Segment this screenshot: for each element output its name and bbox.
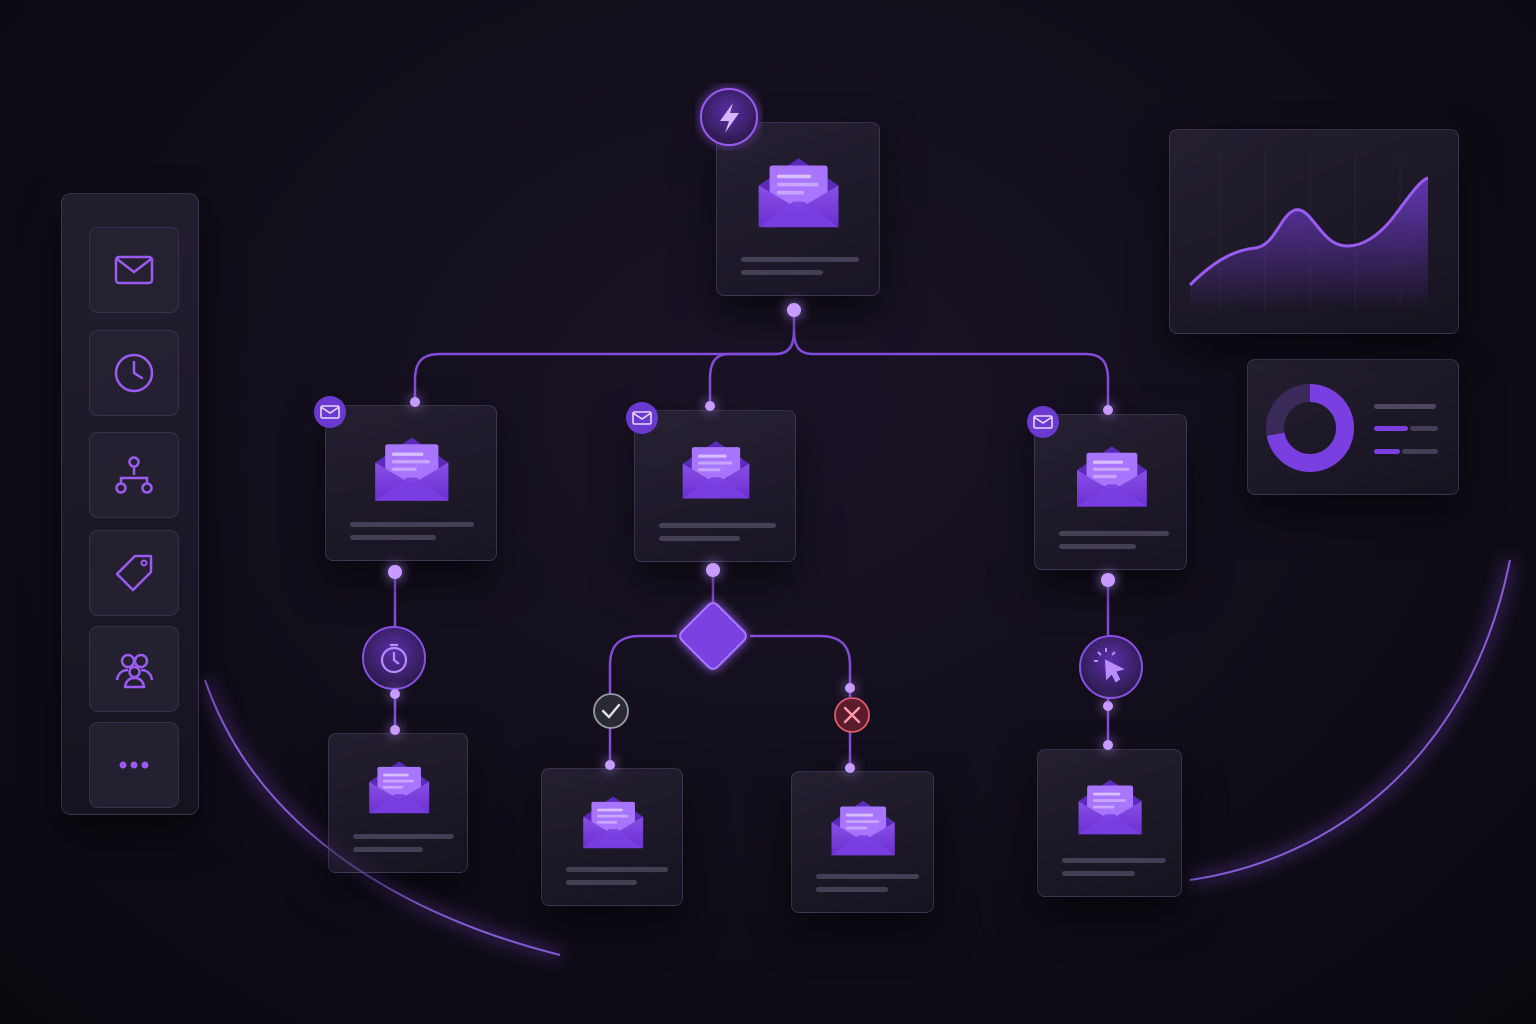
mail-icon [114, 255, 154, 285]
analytics-donut-panel [1247, 359, 1459, 495]
donut-chart [1266, 384, 1438, 472]
envelope-icon [583, 796, 643, 849]
branch-icon [115, 456, 153, 494]
envelope-icon [375, 437, 449, 501]
area-chart-icon [1188, 150, 1429, 310]
tool-email[interactable] [89, 227, 179, 313]
card-text-placeholder [353, 826, 454, 852]
clock-icon [114, 353, 154, 393]
envelope-icon [1078, 779, 1143, 834]
donut-legend [1374, 404, 1438, 454]
card-text-placeholder [816, 866, 919, 892]
envelope-icon [682, 441, 750, 499]
tool-audience[interactable] [89, 626, 179, 712]
card-text-placeholder [659, 515, 776, 541]
envelope-icon [831, 800, 896, 856]
analytics-chart-panel [1169, 129, 1459, 334]
card-text-placeholder [350, 514, 474, 540]
envelope-icon [1076, 446, 1147, 507]
tool-branch[interactable] [89, 432, 179, 518]
email-step-card[interactable] [328, 733, 468, 873]
email-step-card[interactable] [325, 405, 497, 561]
trigger-email-card[interactable] [716, 122, 880, 296]
envelope-icon [369, 761, 429, 814]
tool-tag[interactable] [89, 530, 179, 616]
card-text-placeholder [1062, 850, 1167, 876]
envelope-icon [759, 158, 839, 227]
card-text-placeholder [741, 249, 860, 275]
card-text-placeholder [566, 859, 669, 885]
email-step-card[interactable] [634, 410, 796, 562]
tool-more[interactable] [89, 722, 179, 808]
more-icon [119, 761, 149, 769]
tag-icon [115, 554, 153, 592]
email-step-card[interactable] [791, 771, 934, 913]
email-step-card[interactable] [1037, 749, 1182, 897]
card-text-placeholder [1059, 523, 1170, 549]
email-step-card[interactable] [1034, 414, 1187, 570]
email-step-card[interactable] [541, 768, 683, 906]
tool-palette [61, 193, 199, 815]
tool-delay[interactable] [89, 330, 179, 416]
users-icon [115, 653, 154, 689]
